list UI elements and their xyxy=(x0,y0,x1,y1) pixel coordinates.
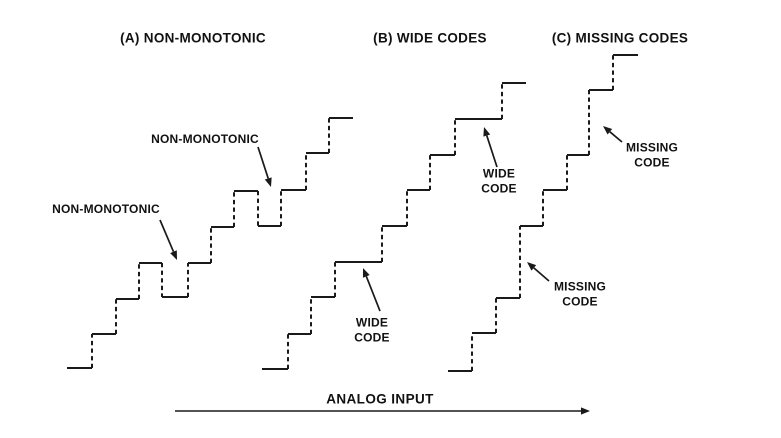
analog-input-axis-arrow-head xyxy=(581,407,590,415)
panel-b-title: (B) WIDE CODES xyxy=(373,30,487,46)
annotation-line: CODE xyxy=(634,155,670,169)
missing-code-2-arrow-line xyxy=(609,131,623,143)
annotation-line: CODE xyxy=(562,294,598,308)
annotation-line: WIDE xyxy=(355,315,389,330)
non-monotonic-2-arrow-line xyxy=(257,146,270,179)
missing-code-1-arrow-head xyxy=(527,262,537,271)
wide-code-2-arrow-line xyxy=(485,135,498,168)
annotation-line: NON-MONOTONIC xyxy=(52,201,160,216)
panel-a-title: (A) NON-MONOTONIC xyxy=(120,30,266,46)
panel-c-title: (C) MISSING CODES xyxy=(551,30,689,46)
non-monotonic-label-2: NON-MONOTONIC xyxy=(151,132,259,147)
missing-code-label-1: MISSING CODE xyxy=(554,280,606,309)
wide-code-2-arrow-head xyxy=(483,127,491,137)
non-monotonic-label-1: NON-MONOTONIC xyxy=(52,202,160,217)
missing-code-label-2: MISSING CODE xyxy=(626,141,678,170)
wide-code-1-arrow-head xyxy=(362,268,370,278)
annotation-line: CODE xyxy=(481,181,517,195)
non-monotonic-2-arrow-head xyxy=(264,177,272,187)
annotation-line: MISSING xyxy=(553,279,607,294)
missing-code-2-arrow-head xyxy=(603,126,613,135)
analog-input-axis-label: ANALOG INPUT xyxy=(326,391,434,407)
annotation-line: WIDE xyxy=(482,166,516,181)
annotation-line: NON-MONOTONIC xyxy=(151,131,259,146)
annotation-line: CODE xyxy=(354,330,390,344)
wide-code-label-1: WIDE CODE xyxy=(354,316,389,345)
missing-code-1-arrow-line xyxy=(533,267,550,282)
non-monotonic-1-arrow-line xyxy=(159,219,175,253)
wide-code-label-2: WIDE CODE xyxy=(481,167,516,196)
wide-code-1-arrow-line xyxy=(365,276,381,312)
non-monotonic-1-arrow-head xyxy=(170,250,177,260)
annotation-line: MISSING xyxy=(625,140,679,155)
